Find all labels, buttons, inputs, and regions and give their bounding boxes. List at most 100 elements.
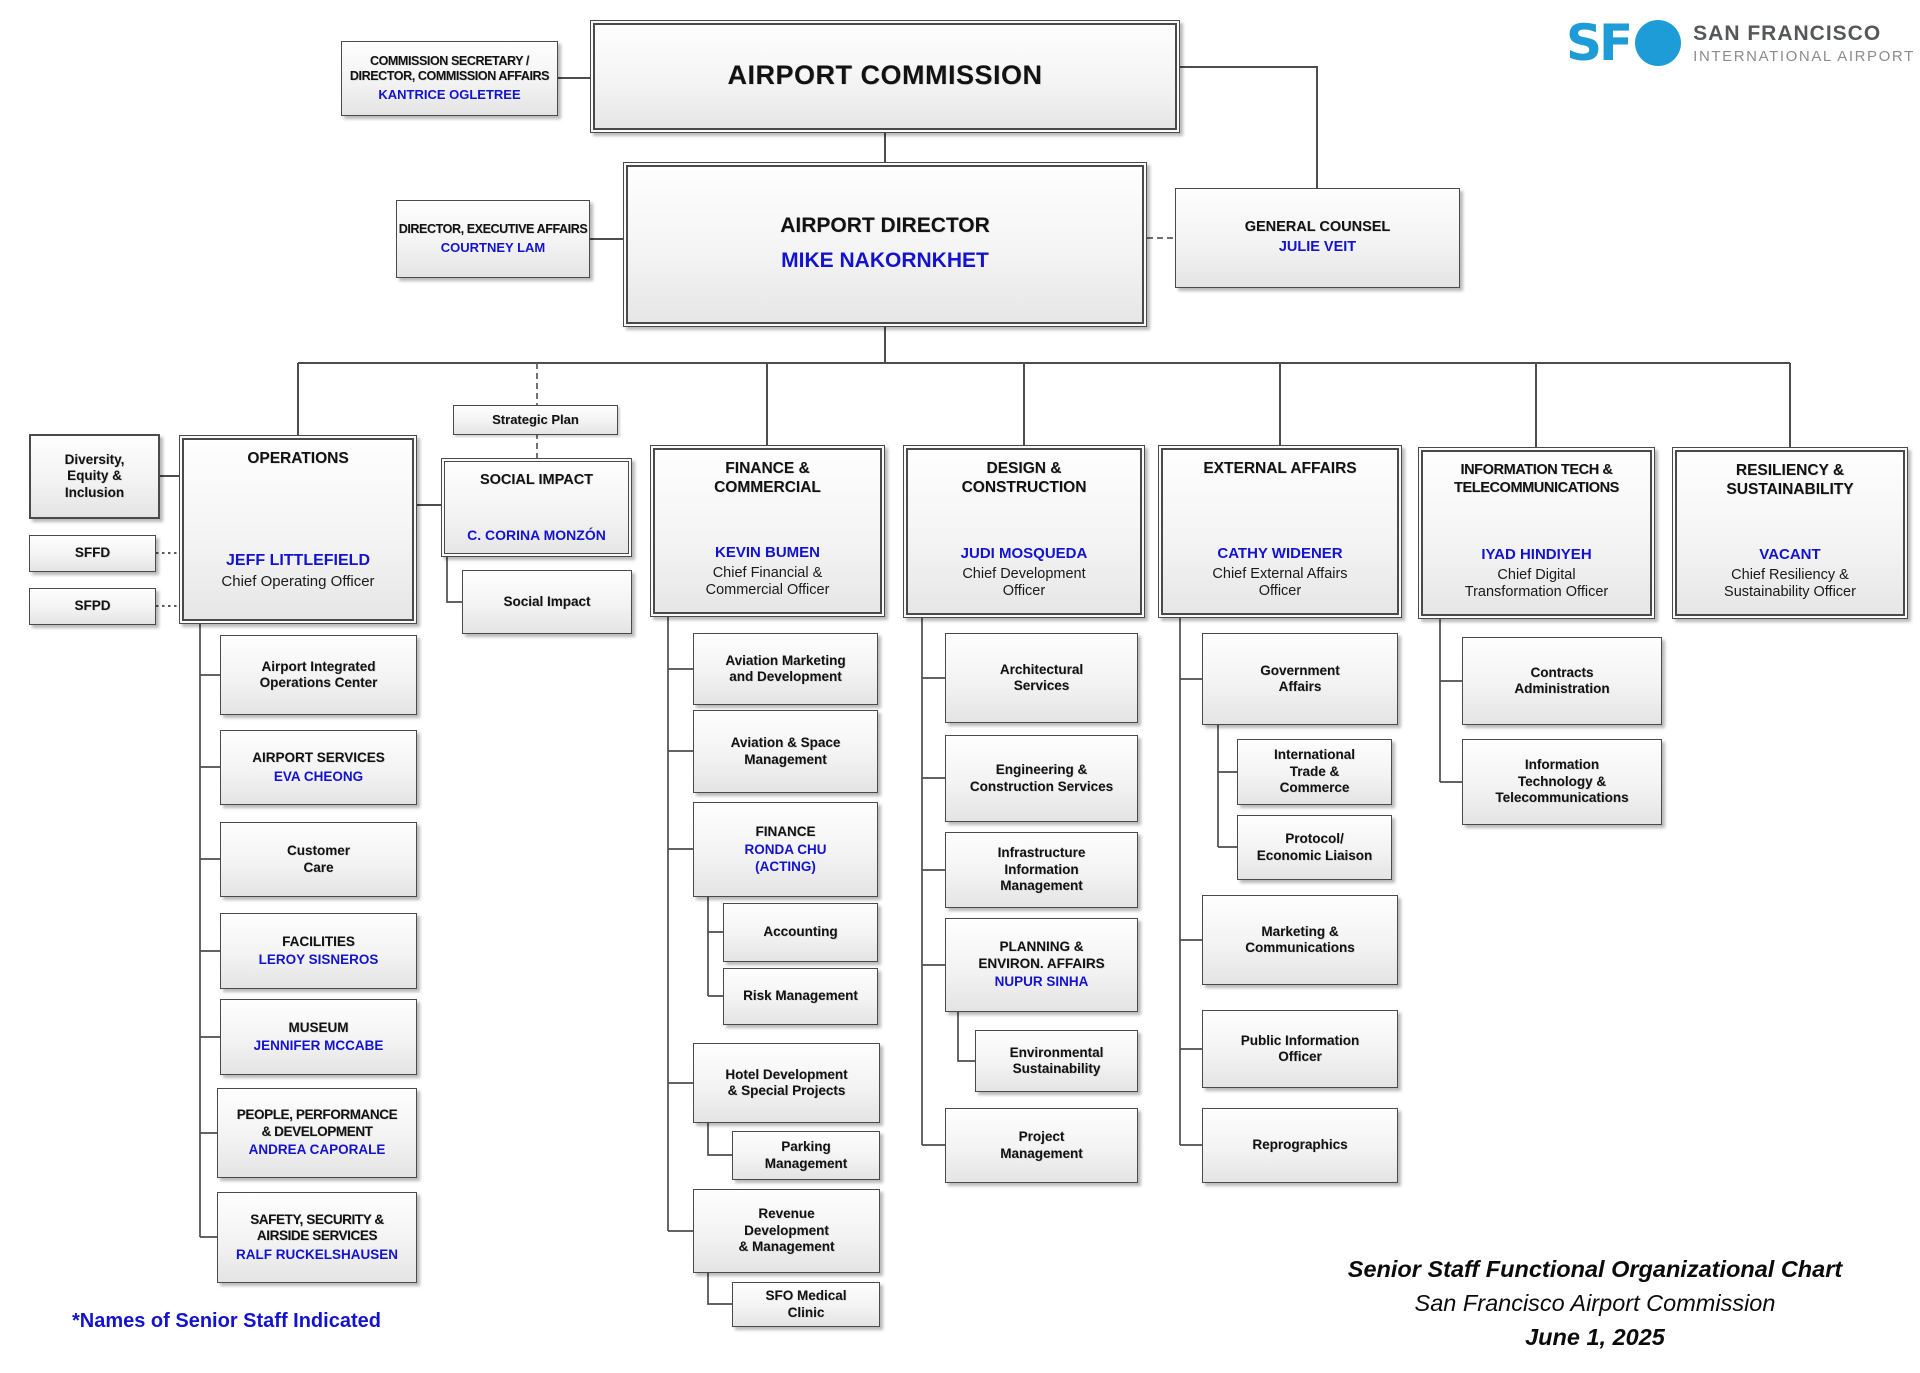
box-title: International Trade & Commerce: [1273, 747, 1355, 796]
box-hotel-development: Hotel Development & Special Projects: [693, 1043, 880, 1123]
box-title: Environmental Sustainability: [1009, 1044, 1104, 1076]
box-title: Architectural Services: [999, 661, 1084, 693]
sfo-logo-mark-icon: SF O: [1566, 14, 1682, 72]
box-marketing-communications: Marketing & Communications: [1202, 895, 1398, 985]
box-protocol-economic-liaison: Protocol/ Economic Liaison: [1237, 815, 1392, 880]
box-title: Airport Integrated Operations Center: [259, 658, 378, 690]
box-general-counsel: GENERAL COUNSEL JULIE VEIT: [1175, 188, 1460, 288]
person-name: NUPUR SINHA: [994, 974, 1089, 990]
main-tree-lines: [160, 66, 1791, 506]
box-diversity-equity-inclusion: Diversity, Equity & Inclusion: [29, 434, 160, 519]
box-accounting: Accounting: [723, 903, 878, 962]
box-safety-security-airside: SAFETY, SECURITY & AIRSIDE SERVICES RALF…: [217, 1192, 417, 1283]
box-airport-integrated-operations-center: Airport Integrated Operations Center: [220, 635, 417, 715]
box-title: Hotel Development & Special Projects: [725, 1066, 848, 1098]
person-name: IYAD HINDIYEH: [1481, 546, 1592, 564]
role-subtitle: Chief Development Officer: [962, 565, 1086, 600]
dept-title: OPERATIONS: [247, 450, 349, 467]
box-title: Social Impact: [503, 593, 591, 609]
box-title: PEOPLE, PERFORMANCE & DEVELOPMENT: [236, 1107, 398, 1139]
branch-spine-lines: [199, 557, 1462, 1305]
box-title: Revenue Development & Management: [738, 1206, 835, 1255]
person-name: CATHY WIDENER: [1217, 545, 1343, 563]
box-title: Aviation Marketing and Development: [725, 652, 846, 684]
box-environmental-sustainability: Environmental Sustainability: [975, 1030, 1138, 1092]
box-parking-management: Parking Management: [732, 1131, 880, 1180]
box-title: Risk Management: [743, 988, 858, 1004]
box-contracts-administration: Contracts Administration: [1462, 637, 1662, 725]
person-name: RONDA CHU: [744, 842, 827, 858]
person-name: RALF RUCKELSHAUSEN: [236, 1246, 398, 1262]
person-name: MIKE NAKORNKHET: [781, 249, 989, 272]
box-title: SFFD: [74, 545, 111, 561]
box-aviation-marketing: Aviation Marketing and Development: [693, 633, 878, 705]
box-title: Infrastructure Information Management: [997, 845, 1086, 894]
dept-information-tech: INFORMATION TECH & TELECOMMUNICATIONS IY…: [1418, 447, 1655, 619]
person-name: COURTNEY LAM: [440, 240, 546, 256]
chart-caption: Senior Staff Functional Organizational C…: [1310, 1252, 1880, 1354]
dept-operations: OPERATIONS JEFF LITTLEFIELD Chief Operat…: [179, 435, 417, 624]
box-title: Government Affairs: [1260, 662, 1340, 694]
person-name: JUDI MOSQUEDA: [960, 545, 1088, 563]
box-social-impact-unit: Social Impact: [462, 570, 632, 634]
person-name-note: (ACTING): [755, 858, 816, 874]
box-commission-secretary: COMMISSION SECRETARY / DIRECTOR, COMMISS…: [341, 41, 558, 116]
footnote-senior-staff: *Names of Senior Staff Indicated: [72, 1310, 381, 1332]
box-finance: FINANCE RONDA CHU (ACTING): [693, 802, 878, 897]
box-reprographics: Reprographics: [1202, 1108, 1398, 1183]
box-risk-management: Risk Management: [723, 968, 878, 1025]
box-sfo-medical-clinic: SFO Medical Clinic: [732, 1282, 880, 1327]
role-subtitle: Chief Operating Officer: [221, 572, 375, 590]
box-public-information-officer: Public Information Officer: [1202, 1010, 1398, 1088]
box-title: COMMISSION SECRETARY / DIRECTOR, COMMISS…: [349, 53, 550, 84]
person-name: JEFF LITTLEFIELD: [226, 552, 370, 570]
box-title: Contracts Administration: [1514, 664, 1610, 696]
caption-date: June 1, 2025: [1525, 1324, 1665, 1351]
box-title: SFO Medical Clinic: [765, 1288, 847, 1320]
box-title: Marketing & Communications: [1245, 923, 1355, 955]
box-title: Public Information Officer: [1240, 1032, 1360, 1064]
box-revenue-development: Revenue Development & Management: [693, 1189, 880, 1273]
person-name: C. CORINA MONZÓN: [467, 526, 606, 543]
sfo-logo-o-circle-icon: O: [1635, 20, 1682, 66]
logo-airport-subname: INTERNATIONAL AIRPORT: [1693, 47, 1915, 65]
person-name: JENNIFER MCCABE: [253, 1038, 384, 1053]
box-government-affairs: Government Affairs: [1202, 633, 1398, 725]
box-title: SAFETY, SECURITY & AIRSIDE SERVICES: [250, 1211, 384, 1244]
dept-external-affairs: EXTERNAL AFFAIRS CATHY WIDENER Chief Ext…: [1158, 445, 1402, 618]
box-title: Customer Care: [286, 843, 350, 875]
dept-finance-commercial: FINANCE & COMMERCIAL KEVIN BUMEN Chief F…: [650, 445, 885, 617]
dashed-lines: [536, 237, 1175, 458]
box-sfpd: SFPD: [29, 588, 156, 625]
logo-airport-name: SAN FRANCISCO: [1693, 21, 1882, 45]
box-title: Diversity, Equity & Inclusion: [64, 451, 125, 500]
box-title: GENERAL COUNSEL: [1244, 219, 1391, 236]
box-title: AIRPORT COMMISSION: [727, 60, 1043, 91]
dept-title: RESILIENCY & SUSTAINABILITY: [1726, 462, 1854, 498]
role-subtitle: Chief Digital Transformation Officer: [1464, 566, 1609, 601]
box-airport-director: AIRPORT DIRECTOR MIKE NAKORNKHET: [623, 162, 1147, 327]
box-title: Parking Management: [764, 1139, 848, 1171]
person-name: KEVIN BUMEN: [714, 544, 820, 562]
sfo-logo-wordmark: SAN FRANCISCO INTERNATIONAL AIRPORT: [1693, 22, 1915, 65]
box-title: SFPD: [74, 598, 111, 614]
box-engineering-construction: Engineering & Construction Services: [945, 735, 1138, 822]
dept-title: SOCIAL IMPACT: [479, 472, 594, 488]
box-facilities: FACILITIES LEROY SISNEROS: [220, 913, 417, 989]
sfo-logo: SF O SAN FRANCISCO INTERNATIONAL AIRPORT: [1566, 14, 1915, 72]
box-title: Protocol/ Economic Liaison: [1256, 831, 1373, 863]
person-name: ANDREA CAPORALE: [248, 1142, 386, 1158]
box-people-performance-development: PEOPLE, PERFORMANCE & DEVELOPMENT ANDREA…: [217, 1088, 417, 1178]
box-title: Project Management: [1000, 1129, 1083, 1161]
person-name: KANTRICE OGLETREE: [378, 87, 521, 103]
box-aviation-space-management: Aviation & Space Management: [693, 710, 878, 793]
box-title: Accounting: [763, 924, 838, 940]
dept-social-impact: SOCIAL IMPACT C. CORINA MONZÓN: [441, 458, 632, 557]
dept-resiliency-sustainability: RESILIENCY & SUSTAINABILITY VACANT Chief…: [1672, 447, 1908, 619]
box-title: AIRPORT SERVICES: [252, 750, 385, 766]
box-title: MUSEUM: [288, 1019, 349, 1035]
box-title: Aviation & Space Management: [730, 735, 841, 767]
box-executive-affairs: DIRECTOR, EXECUTIVE AFFAIRS COURTNEY LAM: [396, 200, 590, 278]
